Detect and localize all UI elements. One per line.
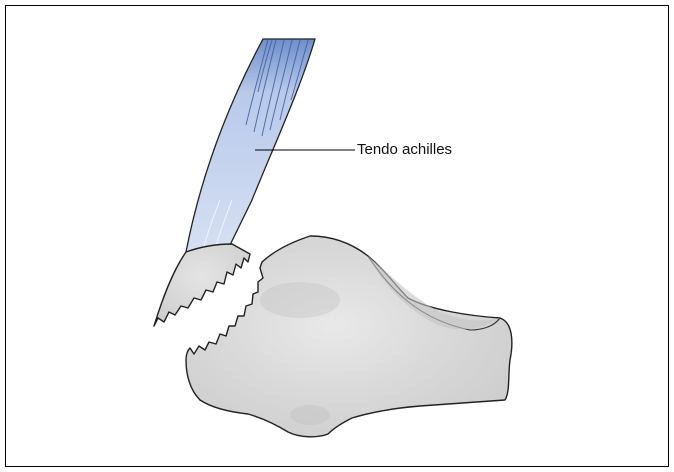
avulsed-bone-fragment	[154, 244, 250, 326]
tendon-label: Tendo achilles	[357, 141, 452, 158]
achilles-tendon	[186, 39, 315, 252]
